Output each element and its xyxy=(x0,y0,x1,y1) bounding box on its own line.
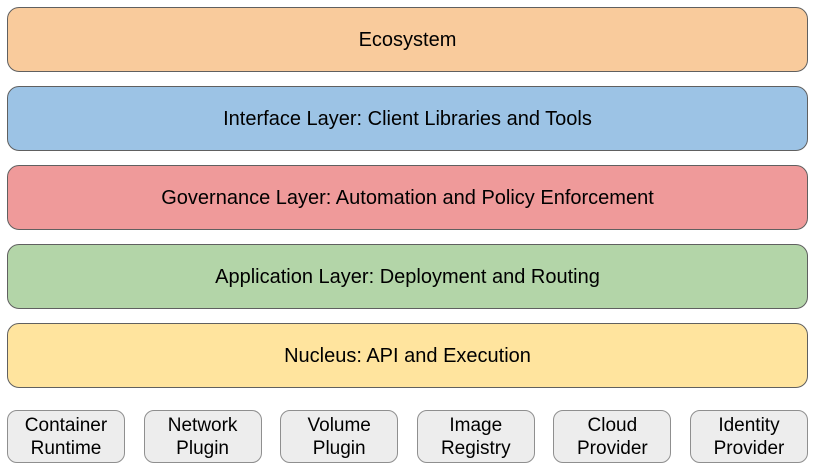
provider-identity-provider: Identity Provider xyxy=(689,410,808,463)
provider-volume-plugin: Volume Plugin xyxy=(280,410,399,463)
layer-ecosystem: Ecosystem xyxy=(7,7,808,72)
provider-image-registry: Image Registry xyxy=(416,410,535,463)
provider-network-plugin: Network Plugin xyxy=(143,410,262,463)
provider-row: Container Runtime Network Plugin Volume … xyxy=(7,410,808,463)
provider-cloud-provider: Cloud Provider xyxy=(553,410,672,463)
layer-stack: Ecosystem Interface Layer: Client Librar… xyxy=(7,7,808,388)
provider-container-runtime: Container Runtime xyxy=(7,410,125,463)
layer-governance: Governance Layer: Automation and Policy … xyxy=(7,165,808,230)
layer-interface: Interface Layer: Client Libraries and To… xyxy=(7,86,808,151)
layer-application: Application Layer: Deployment and Routin… xyxy=(7,244,808,309)
layer-nucleus: Nucleus: API and Execution xyxy=(7,323,808,388)
